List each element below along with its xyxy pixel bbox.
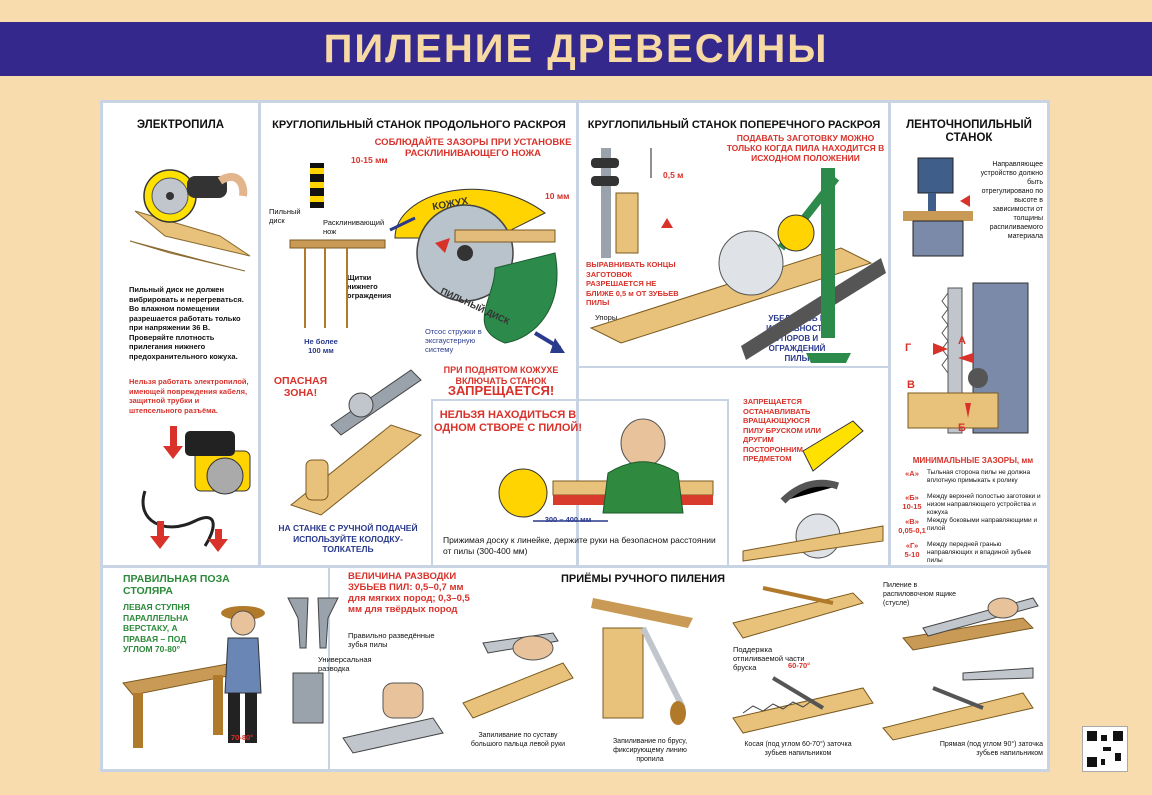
posture-angle: 70-80°: [231, 733, 254, 742]
gap-value: 10-15: [902, 502, 922, 511]
stop-forbidden: ЗАПРЕЩАЕТСЯ ОСТАНАВЛИВАТЬ ВРАЩАЮЩУЮСЯ ПИ…: [743, 397, 821, 463]
gap-code: «В»: [905, 517, 919, 526]
rip-saw-title: КРУГЛОПИЛЬНЫЙ СТАНОК ПРОДОЛЬНОГО РАСКРОЯ: [272, 119, 566, 131]
divider: [328, 568, 330, 769]
gap-warning: СОБЛЮДАЙТЕ ЗАЗОРЫ ПРИ УСТАНОВКЕ РАСКЛИНИ…: [374, 137, 572, 159]
divider: [431, 399, 433, 565]
gap-code: «Г»: [905, 541, 919, 550]
title-banner: ПИЛЕНИЕ ДРЕВЕСИНЫ: [0, 22, 1152, 76]
qr-code: [1082, 726, 1128, 772]
divider: [888, 103, 891, 565]
divider: [431, 399, 729, 401]
gap-value: 0,05-0,1: [898, 526, 926, 535]
gap-code: «Б»: [905, 493, 919, 502]
divider: [576, 366, 888, 368]
band-saw-title: ЛЕНТОЧНОПИЛЬНЫЙ СТАНОК: [906, 119, 1032, 144]
gap-text: Тыльная сторона пилы не должна вплотную …: [927, 469, 1031, 484]
label-g: Г: [905, 342, 912, 354]
angle-label: 60-70°: [788, 661, 811, 670]
page-title: ПИЛЕНИЕ ДРЕВЕСИНЫ: [323, 26, 829, 71]
cross-saw-title: КРУГЛОПИЛЬНЫЙ СТАНОК ПОПЕРЕЧНОГО РАСКРОЯ: [587, 119, 881, 131]
gap-row: «А» Тыльная сторона пилы не должна вплот…: [893, 469, 1047, 493]
set-title: ВЕЛИЧИНА РАЗВОДКИ ЗУБЬЕВ ПИЛ: 0,5–0,7 мм…: [348, 571, 470, 615]
dim-10-15: 10-15 мм: [351, 155, 388, 165]
label-a: А: [958, 335, 966, 347]
support-caption: Поддержка отпиливаемой части бруска: [733, 645, 805, 672]
gap-text: Между верхней полостью заготовки и низом…: [927, 493, 1041, 516]
guide-note: Направляющее устройство должно быть отре…: [980, 161, 1043, 240]
in-line-illustration: [498, 418, 714, 522]
block-caption: Запиливание по брусу, фиксирующему линию…: [612, 738, 688, 763]
pusher-illustration: [289, 369, 423, 516]
divider: [258, 103, 261, 565]
danger-zone-label: ОПАСНАЯ ЗОНА!: [273, 375, 328, 399]
electrosaw-cable-warning: Нельзя работать электропилой, имеющей по…: [129, 377, 249, 415]
min-gaps-title: МИНИМАЛЬНЫЕ ЗАЗОРЫ, мм: [912, 456, 1034, 465]
thumb-caption: Запиливание по суставу большого пальца л…: [470, 732, 566, 748]
band-saw-illustration: [903, 157, 973, 257]
oblique-caption: Косая (под углом 60-70°) заточка зубьев …: [744, 741, 852, 757]
gap-text: Между передней гранью направляющих и впа…: [927, 541, 1031, 564]
divider: [103, 565, 1047, 568]
gap-text: Между боковыми направляющими и пилой: [927, 517, 1038, 532]
posture-title: ПРАВИЛЬНАЯ ПОЗА СТОЛЯРА: [123, 573, 230, 597]
cable-illustration: [141, 426, 251, 552]
set-ok: Правильно разведённые зубья пилы: [348, 631, 435, 649]
teeth-set-illustration: [287, 597, 339, 649]
divider: [576, 103, 579, 565]
universal-set-tool: [292, 672, 444, 754]
exhaust-label: Отсос стружки в эксгаустерную систему: [425, 327, 482, 354]
electrosaw-note: Пильный диск не должен вибрировать и пер…: [129, 285, 244, 361]
stops-label: Упоры: [595, 313, 618, 322]
label-lower-guards: Щитки нижнего ограждения: [347, 273, 392, 300]
posture-illustration: [122, 606, 265, 748]
in-line-caption: Прижимая доску к линейке, держите руки н…: [443, 535, 716, 556]
pusher-note: НА СТАНКЕ С РУЧНОЙ ПОДАЧЕЙ ИСПОЛЬЗУЙТЕ К…: [278, 523, 418, 554]
gap-row: «В» 0,05-0,1 Между боковыми направляющим…: [893, 517, 1047, 541]
electrosaw-title: ЭЛЕКТРОПИЛА: [136, 119, 225, 131]
label-max-100: Не более 100 мм: [304, 337, 338, 355]
dim-05: 0,5 м: [663, 170, 684, 180]
gap-value: 5-10: [904, 550, 920, 559]
miter-box-illustration: [902, 597, 1039, 651]
label-v: В: [907, 379, 915, 391]
forbidden-label: ЗАПРЕЩАЕТСЯ!: [447, 383, 555, 398]
universal-set: Универсальная разводка: [318, 655, 372, 673]
block-stop-illustration: [742, 420, 884, 562]
cross-saw-illustration: [589, 148, 886, 363]
dim-10: 10 мм: [545, 191, 570, 201]
electrosaw-illustration: [129, 169, 251, 272]
gap-row: «Б» 10-15 Между верхней полостью заготов…: [893, 493, 1047, 517]
label-b: Б: [958, 422, 966, 434]
rip-saw-illustration: КОЖУХ ПИЛЬНЫЙ ДИСК: [289, 163, 565, 353]
support-illustration: [732, 586, 864, 639]
band-saw-detail: [907, 282, 1029, 434]
in-line-warning: НЕЛЬЗЯ НАХОДИТЬСЯ В ОДНОМ СТВОРЕ С ПИЛОЙ…: [434, 409, 582, 434]
poster-sheet: ЭЛЕКТРОПИЛА Пильный диск не должен вибри…: [100, 100, 1050, 772]
straight-sharpening: [882, 667, 1034, 741]
posture-text: ЛЕВАЯ СТУПНЯ ПАРАЛЛЕЛЬНА ВЕРСТАКУ, А ПРА…: [123, 602, 190, 654]
hand-sawing-title: ПРИЁМЫ РУЧНОГО ПИЛЕНИЯ: [560, 573, 726, 585]
block-sawing: [591, 598, 693, 725]
gap-row: «Г» 5-10 Между передней гранью направляю…: [893, 541, 1047, 565]
divider: [727, 399, 729, 565]
feed-rule: ПОДАВАТЬ ЗАГОТОВКУ МОЖНО ТОЛЬКО КОГДА ПИ…: [726, 133, 885, 163]
miter-caption: Пиление в распиловочном ящике (стусле): [883, 582, 957, 607]
label-saw-disk: Пильный диск: [269, 207, 301, 225]
gap-code: «А»: [905, 469, 919, 478]
gaps-list: «А» Тыльная сторона пилы не должна вплот…: [893, 469, 1047, 565]
straight-caption: Прямая (под углом 90°) заточка зубьев на…: [939, 741, 1043, 757]
thumb-sawing: [462, 632, 574, 719]
label-riving-knife: Расклинивающий нож: [323, 218, 385, 236]
oblique-sharpening: [732, 676, 874, 734]
align-rule: ВЫРАВНИВАТЬ КОНЦЫ ЗАГОТОВОК РАЗРЕШАЕТСЯ …: [586, 260, 679, 307]
raised-guard-warning: ПРИ ПОДНЯТОМ КОЖУХЕ ВКЛЮЧАТЬ СТАНОК: [443, 365, 559, 386]
in-line-dim: 300 – 400 мм: [544, 515, 592, 524]
